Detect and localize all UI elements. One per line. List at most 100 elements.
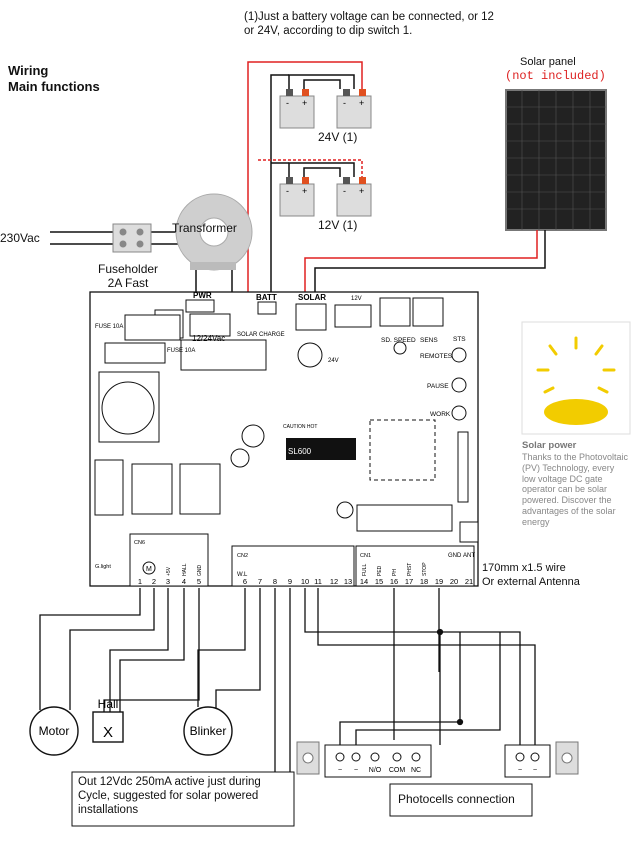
output-note: Out 12Vdc 250mA active just during Cycle… <box>78 776 261 816</box>
cn1-label: CN1 <box>360 553 371 559</box>
svg-text:+: + <box>359 98 364 108</box>
solar-power-text: Solar power Thanks to the Photovoltaic (… <box>522 440 630 528</box>
batt-label: BATT <box>256 293 277 302</box>
motor-terminal-m: M <box>146 566 152 573</box>
svg-text:-: - <box>286 186 289 196</box>
terminal-15: 15 <box>375 577 383 586</box>
solar-power-graphic <box>521 321 631 435</box>
blinker-symbol <box>183 706 233 756</box>
motor-symbol <box>29 706 79 756</box>
tx-t1: ~ <box>518 767 522 774</box>
rx-no: N/O <box>369 767 382 774</box>
terminal-13: 13 <box>344 577 352 586</box>
vac-label: 12/24Vac <box>192 334 225 343</box>
solar-panel-label: Solar panel <box>520 56 576 68</box>
solar-power-title: Solar power <box>522 440 577 451</box>
terminal-4: 4 <box>182 577 186 586</box>
terminal-ph-label: PH <box>392 569 398 576</box>
sd-speed-label: SD. SPEED <box>381 337 416 344</box>
cn6-label: CN6 <box>134 540 145 546</box>
page-title: Wiring Main functions <box>8 63 100 96</box>
fuseholder <box>112 223 152 253</box>
terminal-3: 3 <box>166 577 170 586</box>
title-line-1: Wiring <box>8 63 49 78</box>
ant-label: ANT <box>463 553 475 559</box>
tx-t2: ~ <box>533 767 537 774</box>
terminal-12: 12 <box>330 577 338 586</box>
photocell-rx: ~ ~ N/O COM NC <box>296 741 432 778</box>
svg-text:+: + <box>302 186 307 196</box>
transformer-label: Transformer <box>172 221 237 235</box>
terminal-21: 21 <box>465 577 473 586</box>
model-label: SL600 <box>288 447 312 456</box>
terminal-11: 11 <box>314 577 322 586</box>
svg-text:+: + <box>302 98 307 108</box>
v12-label: 12V <box>351 296 362 302</box>
photocell-tx: ~ ~ <box>504 741 579 778</box>
terminal-18: 18 <box>420 577 428 586</box>
fuse-label-2: FUSE 10A <box>167 348 195 354</box>
terminal-20: 20 <box>450 577 458 586</box>
fuse-label-1: FUSE 10A <box>95 324 123 330</box>
solar-label: SOLAR <box>298 293 326 302</box>
sens-label: SENS <box>420 337 438 344</box>
terminal-1: 1 <box>138 577 142 586</box>
terminal-8: 8 <box>273 577 277 586</box>
fuseholder-label: Fuseholder 2A Fast <box>98 262 158 291</box>
motor-label: Motor <box>39 724 70 738</box>
battery-note: (1)Just a battery voltage can be connect… <box>244 11 494 37</box>
battery-12v-right: -+ <box>336 177 372 217</box>
terminal-7: 7 <box>258 577 262 586</box>
terminal-14: 14 <box>360 577 368 586</box>
antenna-note: 170mm x1.5 wire Or external Antenna <box>482 562 580 590</box>
battery-12v-label: 12V (1) <box>318 218 358 232</box>
photocells-box <box>389 783 533 817</box>
gnd-label: GND <box>448 553 462 559</box>
terminal-stop-label: STOP <box>422 562 428 576</box>
battery-24v-left: -+ <box>279 89 315 129</box>
hall-label: Hall <box>98 697 119 711</box>
battery-24v-right: -+ <box>336 89 372 129</box>
terminal-10: 10 <box>301 577 309 586</box>
hall-symbol <box>92 711 124 743</box>
terminal-17: 17 <box>405 577 413 586</box>
wl-label: W.L <box>237 572 248 578</box>
pause-label: PAUSE <box>427 383 449 390</box>
pwr-label: PWR <box>193 291 212 300</box>
output-note-box <box>71 771 295 827</box>
remotes-label: REMOTES <box>420 353 453 360</box>
battery-wires <box>247 61 363 300</box>
terminal-19: 19 <box>435 577 443 586</box>
device-symbols <box>29 706 233 756</box>
terminal-9: 9 <box>288 577 292 586</box>
transformer <box>175 193 253 271</box>
solar-charge-label: SOLAR CHARGE <box>237 332 285 338</box>
antenna-line-2: Or external Antenna <box>482 575 580 588</box>
caution-label: CAUTION HOT <box>283 424 317 430</box>
glight-label: G.light <box>95 564 111 570</box>
rx-t2: ~ <box>354 767 358 774</box>
hall-x: X <box>103 724 113 741</box>
terminal-16: 16 <box>390 577 398 586</box>
terminal-5: 5 <box>197 577 201 586</box>
solar-power-description: Thanks to the Photovoltaic (PV) Technolo… <box>522 451 629 528</box>
battery-12v-left: -+ <box>279 177 315 217</box>
blinker-label: Blinker <box>190 724 227 738</box>
control-board <box>89 291 479 587</box>
v24-label: 24V <box>328 358 339 364</box>
terminal-numbers: 1 2 3 4 5 6 7 8 9 10 11 12 13 14 15 16 1… <box>138 577 473 586</box>
rx-t1: ~ <box>338 767 342 774</box>
terminal-hall-label: HALL <box>182 563 188 576</box>
solar-wires <box>304 230 546 310</box>
terminal-ped-label: PED <box>377 565 383 576</box>
bottom-wires <box>39 588 536 776</box>
rx-com: COM <box>389 767 406 774</box>
terminal-full-label: FULL <box>362 564 368 576</box>
not-included-label: (not included) <box>505 69 606 83</box>
fuseholder-line-2: 2A Fast <box>107 275 149 290</box>
svg-text:-: - <box>343 98 346 108</box>
svg-text:+: + <box>359 186 364 196</box>
battery-24v-label: 24V (1) <box>318 130 358 144</box>
terminal-6: 6 <box>243 577 247 586</box>
